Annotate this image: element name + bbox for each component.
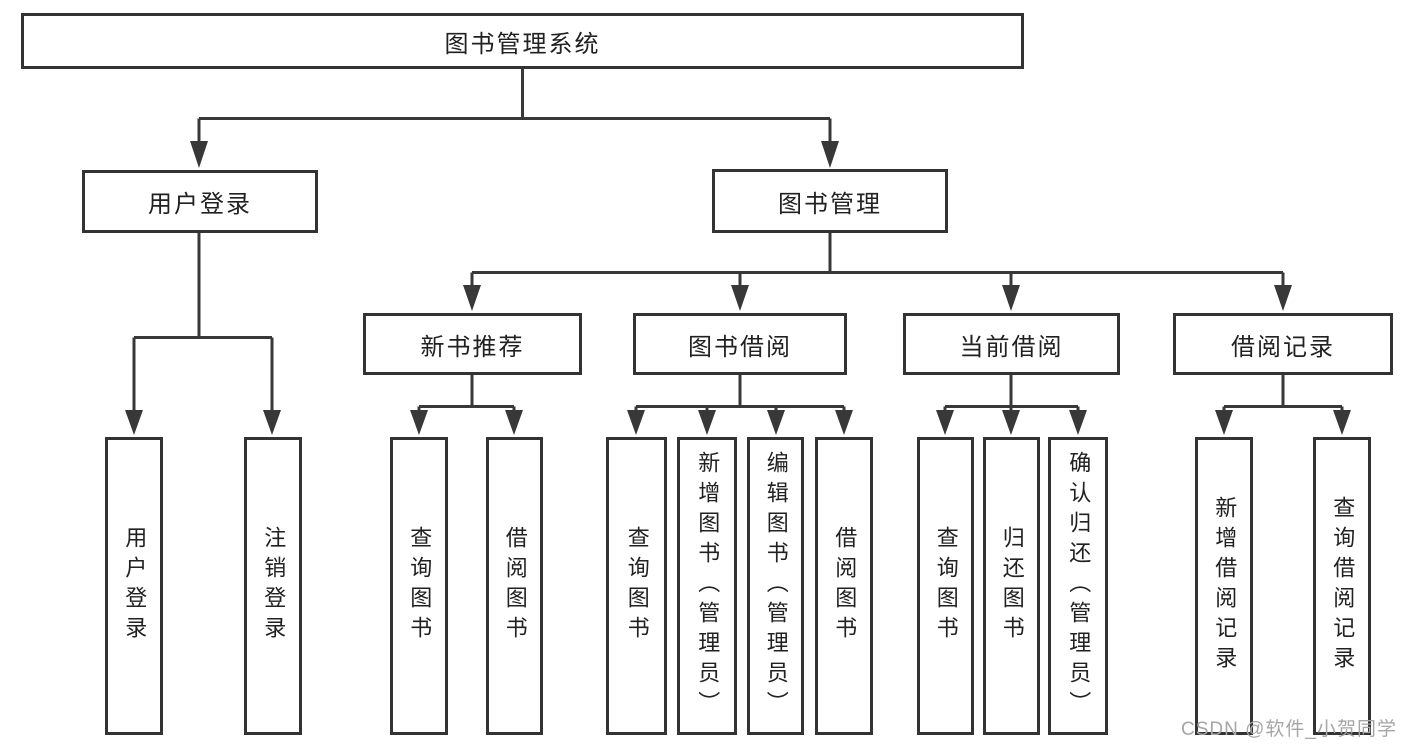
arrowhead <box>1274 285 1292 311</box>
arrowhead <box>263 410 281 435</box>
node-label: 确认归还（管理员） <box>1066 451 1092 721</box>
arrowhead <box>190 141 208 168</box>
node-label: 注销登录 <box>261 526 287 646</box>
node-label: 图书管理系统 <box>444 30 601 58</box>
node-label: 归还图书 <box>999 526 1025 646</box>
node-label: 查询图书 <box>407 526 433 646</box>
segment <box>943 375 1080 412</box>
arrowhead <box>1215 410 1233 435</box>
connector-record-group <box>1215 375 1351 435</box>
arrowhead <box>731 285 749 311</box>
leaf-confirm-return-admin: 确认归还（管理员） <box>1048 437 1108 735</box>
node-label: 图书管理 <box>778 190 882 218</box>
arrowhead <box>835 410 853 435</box>
node-label: 借阅图书 <box>832 526 858 646</box>
leaf-query-book-newrec: 查询图书 <box>390 437 448 735</box>
arrowhead <box>936 410 954 435</box>
leaf-return-book: 归还图书 <box>983 437 1040 735</box>
node-new-book-recommend: 新书推荐 <box>363 313 582 375</box>
node-label: 新书推荐 <box>420 333 525 361</box>
arrowhead <box>767 410 785 435</box>
node-system-root: 图书管理系统 <box>21 13 1024 69</box>
leaf-user-login: 用户登录 <box>105 437 163 735</box>
segment <box>132 233 274 412</box>
node-label: 用户登录 <box>148 191 252 218</box>
leaf-borrow-book: 借阅图书 <box>815 437 873 735</box>
node-label: 图书借阅 <box>688 333 792 361</box>
leaf-borrow-book-newrec: 借阅图书 <box>486 437 543 735</box>
leaf-query-borrow-record: 查询借阅记录 <box>1313 437 1371 735</box>
node-label: 用户登录 <box>122 526 148 646</box>
node-label: 借阅图书 <box>502 526 528 646</box>
leaf-add-borrow-record: 新增借阅记录 <box>1195 437 1253 735</box>
connector-root-to-level2 <box>190 68 839 168</box>
segment <box>417 375 516 412</box>
node-borrow-record: 借阅记录 <box>1173 313 1393 375</box>
arrowhead <box>1002 285 1020 311</box>
arrowhead <box>698 410 716 435</box>
connector-userlogin-group <box>125 233 281 435</box>
segment <box>470 233 1285 288</box>
leaf-logout: 注销登录 <box>244 437 302 735</box>
node-label: 当前借阅 <box>959 333 1064 361</box>
connector-borrow-group <box>627 375 853 435</box>
leaf-edit-book-admin: 编辑图书（管理员） <box>747 437 804 735</box>
node-current-borrow: 当前借阅 <box>903 313 1120 375</box>
node-label: 查询图书 <box>624 526 650 646</box>
node-label: 查询借阅记录 <box>1330 496 1356 676</box>
arrowhead <box>1069 410 1087 435</box>
arrowhead <box>505 410 523 435</box>
arrowhead <box>125 410 143 435</box>
arrowhead <box>627 410 645 435</box>
node-book-management: 图书管理 <box>712 169 948 233</box>
leaf-query-book-current: 查询图书 <box>917 437 974 735</box>
node-label: 新增图书（管理员） <box>695 451 721 721</box>
segment <box>1222 375 1344 412</box>
arrowhead <box>410 410 428 435</box>
node-book-borrow: 图书借阅 <box>633 313 847 375</box>
node-label: 编辑图书（管理员） <box>763 451 789 721</box>
connector-newbook-group <box>410 375 523 435</box>
node-label: 新增借阅记录 <box>1212 496 1238 676</box>
node-label: 借阅记录 <box>1231 333 1335 361</box>
segment <box>634 375 846 412</box>
leaf-add-book-admin: 新增图书（管理员） <box>677 437 737 735</box>
connector-bookmgmt-to-level3 <box>463 233 1292 311</box>
arrowhead <box>821 141 839 168</box>
arrowhead <box>1002 410 1020 435</box>
arrowhead <box>463 285 481 311</box>
node-label: 查询图书 <box>933 526 959 646</box>
arrowhead <box>1333 410 1351 435</box>
node-user-login: 用户登录 <box>82 170 318 233</box>
connector-current-group <box>936 375 1087 435</box>
csdn-watermark: CSDN @软件_小贺同学 <box>1181 719 1397 740</box>
leaf-query-book-borrow: 查询图书 <box>606 437 667 735</box>
segment <box>197 68 832 144</box>
